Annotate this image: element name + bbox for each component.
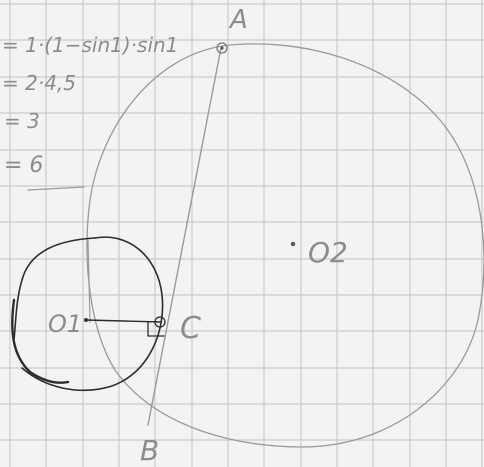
label-o2: O2	[308, 236, 348, 269]
note-line-1: = 1·(1−sin1)·sin1	[2, 33, 178, 57]
point-o2-dot	[290, 241, 296, 247]
label-a: A	[228, 5, 248, 35]
right-angle-mark	[147, 321, 165, 337]
point-a-dot	[220, 46, 224, 50]
point-c-marker	[154, 316, 166, 328]
label-c: C	[180, 311, 201, 346]
note-underline	[27, 186, 85, 191]
small-circle-top	[13, 237, 96, 341]
segment-ab	[147, 47, 222, 426]
label-b: B	[140, 434, 159, 467]
note-line-3: = 3	[4, 109, 40, 133]
segment-o1c	[85, 319, 161, 323]
note-line-2: = 2·4,5	[2, 71, 76, 95]
point-a-marker	[216, 42, 228, 54]
chord-left	[87, 239, 91, 323]
small-circle-retrace	[11, 298, 70, 384]
small-circle	[21, 236, 164, 392]
point-o1-dot	[84, 318, 88, 322]
note-line-4: = 6	[4, 153, 43, 178]
large-circle	[86, 43, 484, 448]
label-o1: O1	[48, 310, 82, 338]
